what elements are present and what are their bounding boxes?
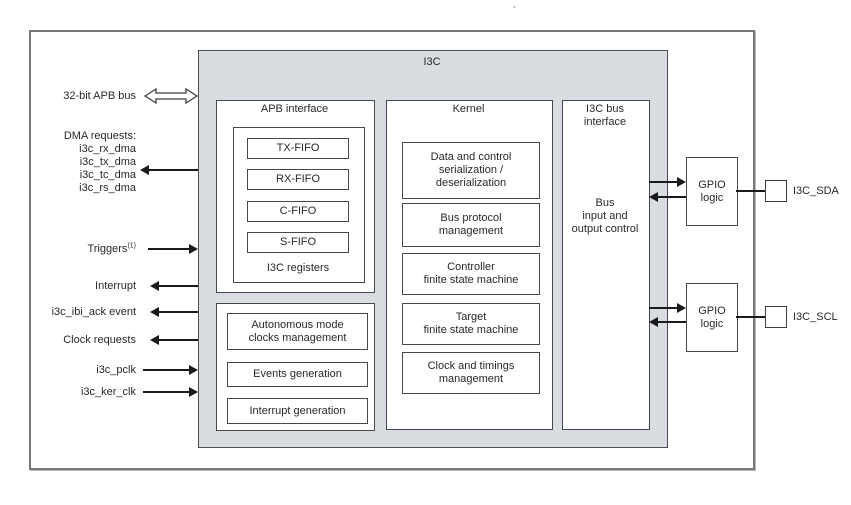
serialization-label: Data and control serialization / deseria…: [430, 151, 512, 189]
s-fifo-label: S-FIFO: [279, 236, 317, 248]
interrupt-generation-label: Interrupt generation: [249, 404, 346, 417]
triggers-text: Triggers: [87, 243, 128, 255]
c-fifo-label: C-FIFO: [279, 205, 317, 217]
ker-clk-label: i3c_ker_clk: [80, 386, 136, 398]
autonomous-clocks-box: Autonomous mode clocks management: [227, 313, 368, 350]
pclk-label: i3c_pclk: [96, 364, 136, 376]
gpio-logic-sda-label: GPIO logic: [698, 178, 726, 204]
dma-signal-rs: i3c_rs_dma: [79, 182, 136, 194]
scl-in-arrow-shaft: [657, 321, 686, 323]
apb-bus-double-arrow: [144, 87, 198, 105]
target-fsm-label: Target finite state machine: [423, 311, 519, 336]
clock-requests-arrow-head: [150, 335, 159, 345]
ker-clk-arrow-shaft: [143, 391, 189, 393]
interrupt-generation-box: Interrupt generation: [227, 398, 368, 424]
c-fifo-box: C-FIFO: [247, 201, 349, 222]
sda-out-arrow-shaft: [649, 181, 678, 183]
controller-fsm-box: Controller finite state machine: [402, 253, 540, 295]
events-generation-label: Events generation: [253, 368, 342, 380]
events-generation-box: Events generation: [227, 362, 368, 387]
ibi-ack-arrow-head: [150, 307, 159, 317]
controller-fsm-label: Controller finite state machine: [423, 261, 519, 286]
triggers-footnote: (1): [127, 242, 136, 250]
clock-requests-label: Clock requests: [63, 334, 136, 346]
dma-signal-tx: i3c_tx_dma: [79, 156, 136, 168]
sda-pad-connector: [736, 190, 765, 192]
s-fifo-box: S-FIFO: [247, 232, 349, 253]
gpio-logic-sda-box: GPIO logic: [686, 157, 738, 226]
scl-out-arrow-head: [677, 303, 686, 313]
sda-in-arrow-head: [649, 192, 658, 202]
clock-timings-box: Clock and timings management: [402, 352, 540, 394]
triggers-label: Triggers(1): [0, 242, 137, 256]
i3c-block-title: I3C: [423, 56, 441, 68]
interrupt-label: Interrupt: [95, 280, 136, 292]
sda-in-arrow-shaft: [657, 196, 686, 198]
clock-timings-label: Clock and timings management: [427, 360, 515, 385]
scl-pad: [765, 306, 787, 328]
target-fsm-box: Target finite state machine: [402, 303, 540, 345]
bus-interface-title: I3C bus interface: [583, 103, 627, 128]
scl-out-arrow-shaft: [649, 307, 678, 309]
apb-bus-label: 32-bit APB bus: [63, 90, 136, 102]
tx-fifo-box: TX-FIFO: [247, 138, 349, 159]
clock-requests-arrow-shaft: [158, 339, 198, 341]
interrupt-arrow-head: [150, 281, 159, 291]
pclk-arrow-head: [189, 365, 198, 375]
serialization-box: Data and control serialization / deseria…: [402, 142, 540, 199]
apb-interface-title: APB interface: [260, 103, 329, 115]
sda-pad-label: I3C_SDA: [793, 185, 839, 197]
sda-pad: [765, 180, 787, 202]
dma-signal-rx: i3c_rx_dma: [79, 143, 136, 155]
gpio-logic-scl-box: GPIO logic: [686, 283, 738, 352]
pclk-arrow-shaft: [143, 369, 189, 371]
dma-requests-block: DMA requests: i3c_rx_dma i3c_tx_dma i3c_…: [0, 130, 136, 195]
stray-dot: [513, 6, 516, 8]
rx-fifo-label: RX-FIFO: [276, 173, 320, 185]
rx-fifo-box: RX-FIFO: [247, 169, 349, 190]
tx-fifo-label: TX-FIFO: [276, 142, 320, 154]
kernel-title: Kernel: [452, 103, 485, 115]
sda-out-arrow-head: [677, 177, 686, 187]
bus-interface-box: [562, 100, 650, 430]
scl-pad-connector: [736, 316, 765, 318]
triggers-arrow-shaft: [148, 248, 189, 250]
dma-arrow-shaft: [148, 169, 198, 171]
bus-protocol-box: Bus protocol management: [402, 203, 540, 247]
gpio-logic-scl-label: GPIO logic: [698, 304, 726, 330]
ibi-ack-arrow-shaft: [158, 311, 198, 313]
triggers-arrow-head: [189, 244, 198, 254]
autonomous-clocks-label: Autonomous mode clocks management: [248, 318, 347, 344]
dma-requests-header: DMA requests:: [63, 130, 136, 142]
ibi-ack-label: i3c_ibi_ack event: [51, 306, 136, 318]
dma-signal-tc: i3c_tc_dma: [79, 169, 136, 181]
scl-in-arrow-head: [649, 317, 658, 327]
dma-arrow-head: [140, 165, 149, 175]
i3c-registers-label: I3C registers: [266, 262, 330, 274]
scl-pad-label: I3C_SCL: [793, 311, 838, 323]
interrupt-arrow-shaft: [158, 285, 198, 287]
bus-protocol-label: Bus protocol management: [438, 212, 504, 237]
ker-clk-arrow-head: [189, 387, 198, 397]
bus-io-control-label: Bus input and output control: [571, 197, 639, 235]
